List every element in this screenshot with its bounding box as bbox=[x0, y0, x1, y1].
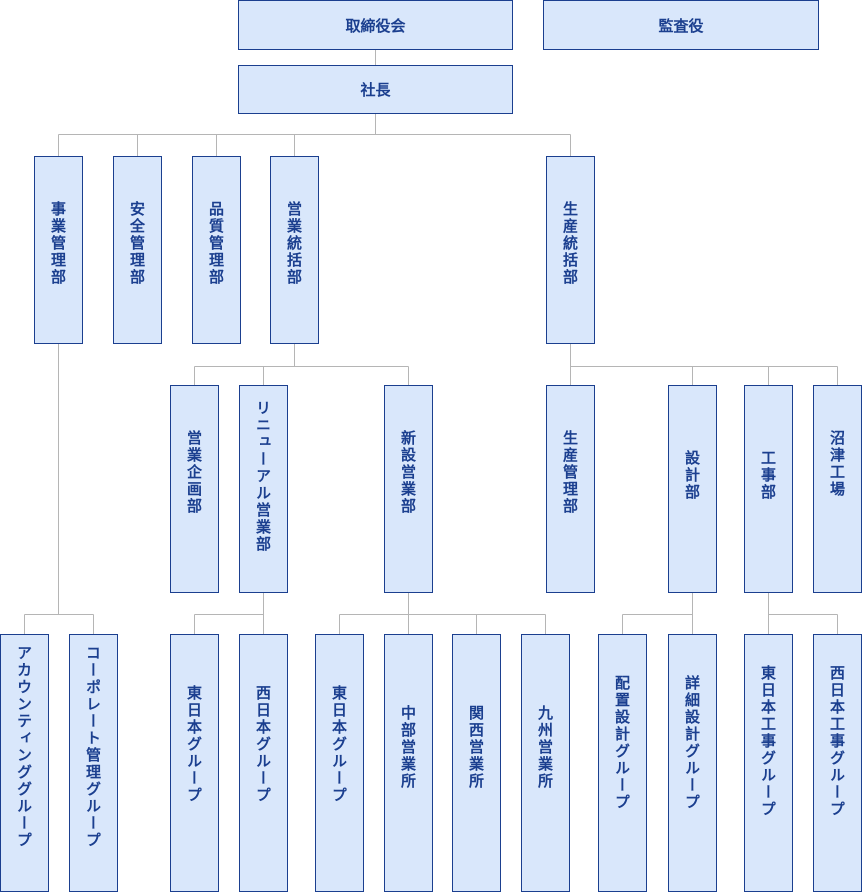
dept-eigyo-tokatsu-label: 営業統括部 bbox=[285, 201, 303, 286]
office-kansai-label: 関西営業所 bbox=[467, 705, 485, 790]
group-corporate-label: コーポレート管理グループ bbox=[84, 645, 102, 849]
office-kyushu-label: 九州営業所 bbox=[536, 705, 554, 790]
group-renewal-east-label: 東日本グループ bbox=[185, 685, 203, 804]
president-box: 社長 bbox=[238, 65, 513, 114]
dept-shinsetsu-eigyo-label: 新設営業部 bbox=[399, 430, 417, 515]
dept-seisan-kanri-label: 生産管理部 bbox=[561, 430, 579, 515]
group-shosai-sekkei: 詳細設計グループ bbox=[668, 634, 717, 892]
auditor-box: 監査役 bbox=[543, 0, 819, 50]
group-shinsetsu-east-label: 東日本グループ bbox=[330, 685, 348, 804]
dept-eigyo-tokatsu: 営業統括部 bbox=[270, 156, 319, 344]
group-shosai-sekkei-label: 詳細設計グループ bbox=[683, 675, 701, 811]
group-shinsetsu-east: 東日本グループ bbox=[315, 634, 364, 892]
dept-seisan-tokatsu-label: 生産統括部 bbox=[561, 201, 579, 286]
group-accounting: アカウンティンググループ bbox=[0, 634, 49, 892]
dept-renewal-eigyo-label: リニューアル営業部 bbox=[254, 400, 272, 553]
group-corporate: コーポレート管理グループ bbox=[69, 634, 118, 892]
group-west-koji-label: 西日本工事グループ bbox=[828, 665, 846, 818]
group-west-koji: 西日本工事グループ bbox=[813, 634, 862, 892]
group-renewal-west: 西日本グループ bbox=[239, 634, 288, 892]
dept-koji-label: 工事部 bbox=[759, 450, 777, 501]
group-accounting-label: アカウンティンググループ bbox=[15, 645, 33, 849]
group-renewal-west-label: 西日本グループ bbox=[254, 685, 272, 804]
dept-shinsetsu-eigyo: 新設営業部 bbox=[384, 385, 433, 593]
group-east-koji-label: 東日本工事グループ bbox=[759, 665, 777, 818]
group-renewal-east: 東日本グループ bbox=[170, 634, 219, 892]
office-chubu: 中部営業所 bbox=[384, 634, 433, 892]
dept-seisan-kanri: 生産管理部 bbox=[546, 385, 595, 593]
auditor-label: 監査役 bbox=[658, 16, 704, 35]
group-east-koji: 東日本工事グループ bbox=[744, 634, 793, 892]
dept-jigyo-kanri: 事業管理部 bbox=[34, 156, 83, 344]
office-kansai: 関西営業所 bbox=[452, 634, 501, 892]
dept-seisan-tokatsu: 生産統括部 bbox=[546, 156, 595, 344]
dept-jigyo-kanri-label: 事業管理部 bbox=[49, 201, 67, 286]
dept-koji: 工事部 bbox=[744, 385, 793, 593]
dept-sekkei: 設計部 bbox=[668, 385, 717, 593]
president-label: 社長 bbox=[360, 81, 391, 99]
dept-sekkei-label: 設計部 bbox=[683, 450, 701, 501]
dept-anzen-kanri-label: 安全管理部 bbox=[128, 201, 146, 286]
numazu-factory-label: 沼津工場 bbox=[828, 430, 846, 498]
group-haichi-sekkei: 配置設計グループ bbox=[598, 634, 647, 892]
dept-hinshitsu-kanri: 品質管理部 bbox=[192, 156, 241, 344]
office-chubu-label: 中部営業所 bbox=[399, 705, 417, 790]
dept-eigyo-kikaku-label: 営業企画部 bbox=[185, 430, 203, 515]
board-label: 取締役会 bbox=[345, 16, 406, 35]
dept-hinshitsu-kanri-label: 品質管理部 bbox=[207, 201, 225, 286]
dept-anzen-kanri: 安全管理部 bbox=[113, 156, 162, 344]
office-kyushu: 九州営業所 bbox=[521, 634, 570, 892]
group-haichi-sekkei-label: 配置設計グループ bbox=[613, 675, 631, 811]
dept-eigyo-kikaku: 営業企画部 bbox=[170, 385, 219, 593]
dept-renewal-eigyo: リニューアル営業部 bbox=[239, 385, 288, 593]
board-box: 取締役会 bbox=[238, 0, 513, 50]
numazu-factory: 沼津工場 bbox=[813, 385, 862, 593]
